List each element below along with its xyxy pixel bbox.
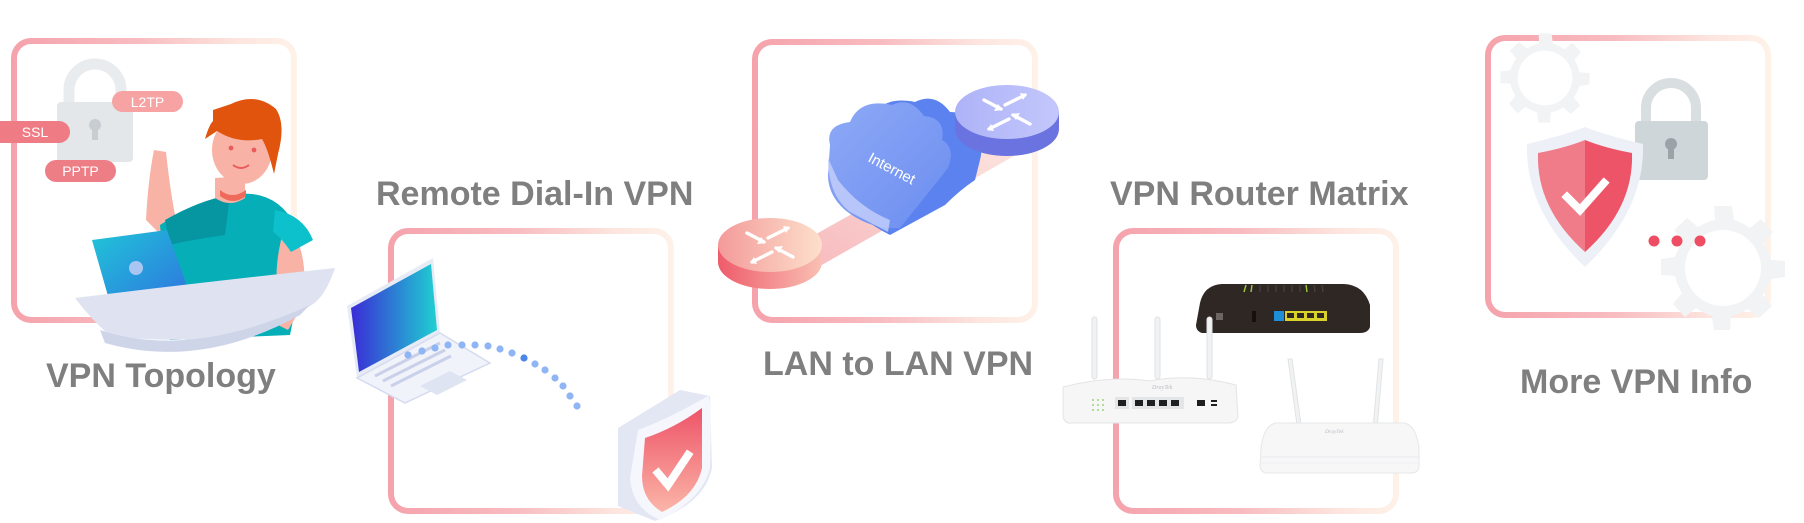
router-right-icon	[955, 85, 1059, 156]
padlock-icon	[57, 58, 133, 162]
card-title: LAN to LAN VPN	[763, 345, 1034, 383]
router-white-two-antenna-icon: DrayTek	[1259, 358, 1420, 474]
padlock-icon	[1635, 78, 1708, 180]
more-info-illustration	[1500, 33, 1785, 330]
card-title: More VPN Info	[1520, 363, 1753, 401]
tag-pptp: PPTP	[45, 160, 116, 182]
card-router-matrix[interactable]: VPN Router Matrix DrayTek	[1050, 160, 1430, 520]
card-lan-to-lan[interactable]: Internet	[710, 30, 1080, 400]
card-title: VPN Router Matrix	[1110, 175, 1409, 213]
card-vpn-topology[interactable]: L2TP SSL PPTP VPN T	[0, 0, 340, 400]
card-title: Remote Dial-In VPN	[376, 175, 694, 213]
card-frame	[1113, 228, 1399, 514]
ellipsis-icon	[1648, 235, 1706, 247]
router-white-three-antenna-icon: DrayTek	[1062, 316, 1239, 424]
shield-check-icon	[1526, 127, 1644, 267]
person-at-laptop-illustration	[75, 99, 335, 352]
dotted-connection-line	[404, 341, 581, 410]
tag-ssl: SSL	[0, 121, 70, 143]
router-left-icon	[718, 218, 822, 289]
card-more-info[interactable]: More VPN Info	[1470, 20, 1804, 410]
svg-text:DrayTek: DrayTek	[1324, 429, 1344, 435]
gear-large-icon	[1661, 206, 1785, 330]
gear-small-icon	[1500, 33, 1590, 123]
lan-to-lan-diagram: Internet	[718, 85, 1059, 289]
shield-check-icon	[618, 390, 712, 521]
router-black-icon	[1196, 284, 1370, 333]
svg-text:DrayTek: DrayTek	[1151, 385, 1173, 391]
card-title: VPN Topology	[46, 357, 276, 395]
laptop-illustration	[347, 258, 492, 404]
internet-cloud-icon: Internet	[828, 98, 982, 236]
card-remote-dial-in[interactable]: Remote Dial-In VPN	[340, 160, 720, 521]
tag-l2tp: L2TP	[112, 91, 183, 112]
